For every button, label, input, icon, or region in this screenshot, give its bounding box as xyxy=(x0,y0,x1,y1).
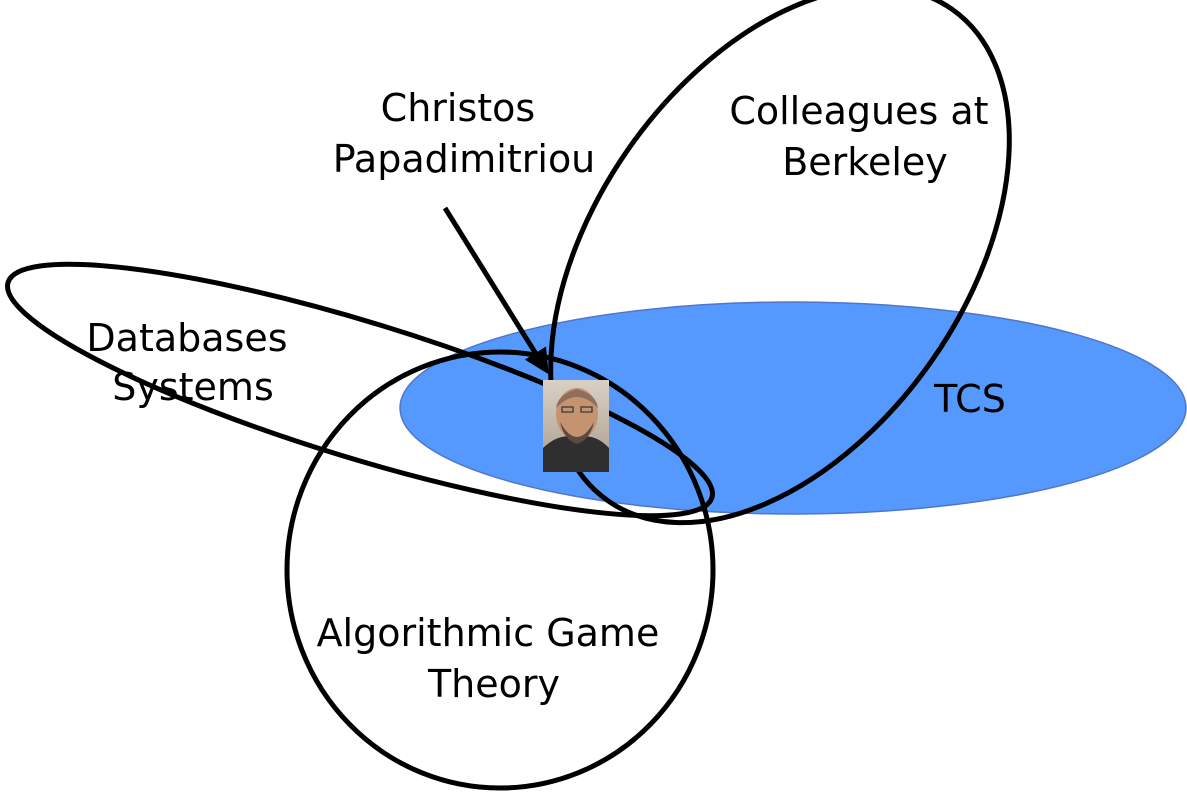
berkeley-label: Colleagues at Berkeley xyxy=(729,89,1000,184)
databases-set xyxy=(5,261,715,519)
portrait-photo xyxy=(543,380,609,472)
berkeley-set xyxy=(548,0,1012,526)
agt-label: Algorithmic Game Theory xyxy=(317,611,672,706)
tcs-set xyxy=(399,301,1187,515)
pointer-arrow xyxy=(442,206,549,375)
databases-label: Databases Systems xyxy=(86,316,299,409)
agt-set xyxy=(284,349,716,791)
tcs-label: TCS xyxy=(933,377,1006,421)
person-name-label: Christos Papadimitriou xyxy=(333,86,596,181)
